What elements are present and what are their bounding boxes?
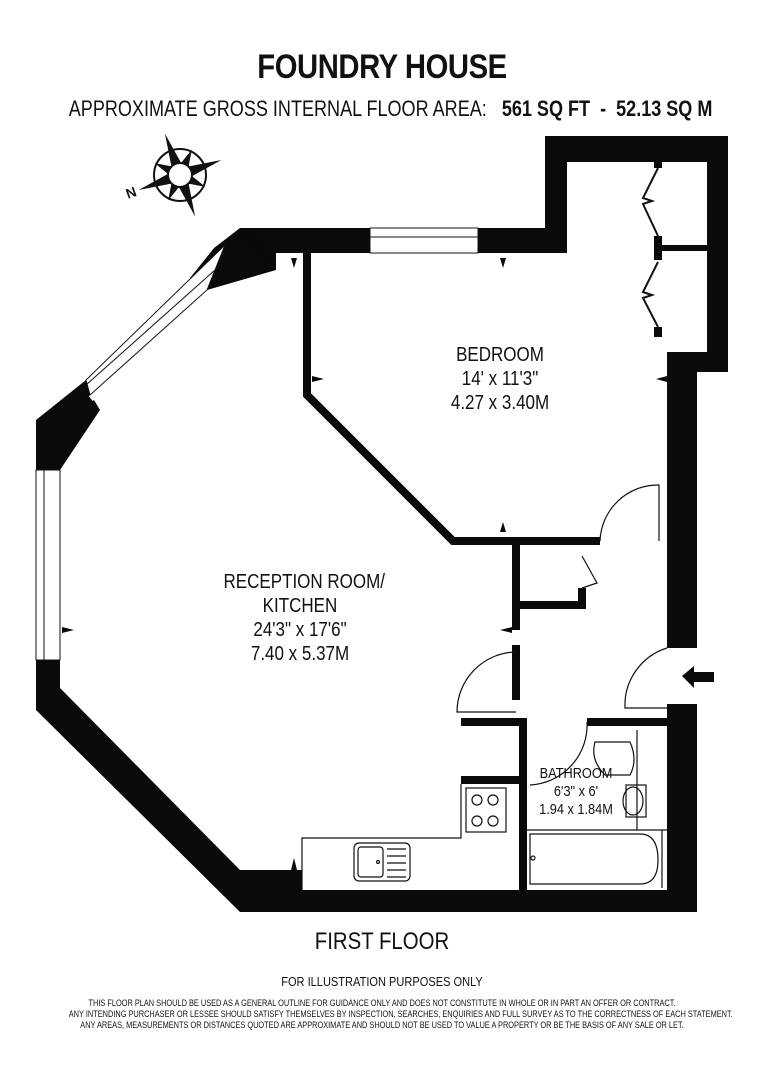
room-name: RECEPTION ROOM/ bbox=[223, 571, 386, 593]
door-swings bbox=[456, 484, 668, 786]
room-name: BEDROOM bbox=[456, 344, 544, 366]
measurement-markers bbox=[62, 258, 667, 870]
floor-area-label: APPROXIMATE GROSS INTERNAL FLOOR AREA: bbox=[68, 96, 487, 121]
room-dimensions-metric: 1.94 x 1.84M bbox=[539, 801, 613, 818]
room-reception-kitchen: RECEPTION ROOM/ KITCHEN 24'3" x 17'6" 7.… bbox=[223, 570, 386, 666]
property-title: FOUNDRY HOUSE bbox=[257, 48, 507, 86]
room-name: BATHROOM bbox=[539, 765, 613, 782]
window-left bbox=[35, 469, 61, 661]
disclaimer-line: THIS FLOOR PLAN SHOULD BE USED AS A GENE… bbox=[88, 998, 676, 1008]
room-dimensions-metric: 7.40 x 5.37M bbox=[250, 643, 350, 665]
room-name-line2: KITCHEN bbox=[262, 595, 338, 617]
floor-area-sep: - bbox=[600, 96, 607, 121]
bathroom-fixtures bbox=[527, 730, 667, 888]
wardrobe-doors bbox=[641, 160, 707, 337]
disclaimer-line: ANY INTENDING PURCHASER OR LESSEE SHOULD… bbox=[68, 1009, 733, 1019]
window-upper-left bbox=[36, 228, 276, 470]
svg-text:N: N bbox=[124, 183, 139, 201]
interior-walls bbox=[303, 253, 667, 890]
room-dimensions-metric: 4.27 x 3.40M bbox=[450, 392, 550, 414]
room-dimensions-imperial: 14' x 11'3" bbox=[461, 368, 539, 390]
kitchen-units bbox=[301, 784, 507, 890]
floor-name: FIRST FLOOR bbox=[314, 928, 450, 955]
illustration-note: FOR ILLUSTRATION PURPOSES ONLY bbox=[281, 974, 483, 989]
room-bedroom: BEDROOM 14' x 11'3" 4.27 x 3.40M bbox=[449, 343, 551, 415]
exterior-walls bbox=[36, 136, 728, 912]
floor-area: APPROXIMATE GROSS INTERNAL FLOOR AREA: 5… bbox=[68, 96, 713, 122]
sink-icon bbox=[353, 842, 411, 882]
window-top bbox=[369, 227, 479, 254]
room-dimensions-imperial: 6'3" x 6' bbox=[553, 783, 599, 800]
room-dimensions-imperial: 24'3" x 17'6" bbox=[253, 619, 347, 641]
compass-rose-icon: N bbox=[124, 133, 222, 217]
disclaimer-line: ANY AREAS, MEASUREMENTS OR DISTANCES QUO… bbox=[80, 1020, 684, 1030]
room-bathroom: BATHROOM 6'3" x 6' 1.94 x 1.84M bbox=[535, 765, 617, 819]
disclaimer: THIS FLOOR PLAN SHOULD BE USED AS A GENE… bbox=[68, 998, 733, 1031]
floor-area-sqm: 52.13 SQ M bbox=[616, 96, 713, 121]
floor-area-sqft: 561 SQ FT bbox=[501, 96, 591, 121]
entrance-arrow-icon bbox=[682, 666, 714, 688]
